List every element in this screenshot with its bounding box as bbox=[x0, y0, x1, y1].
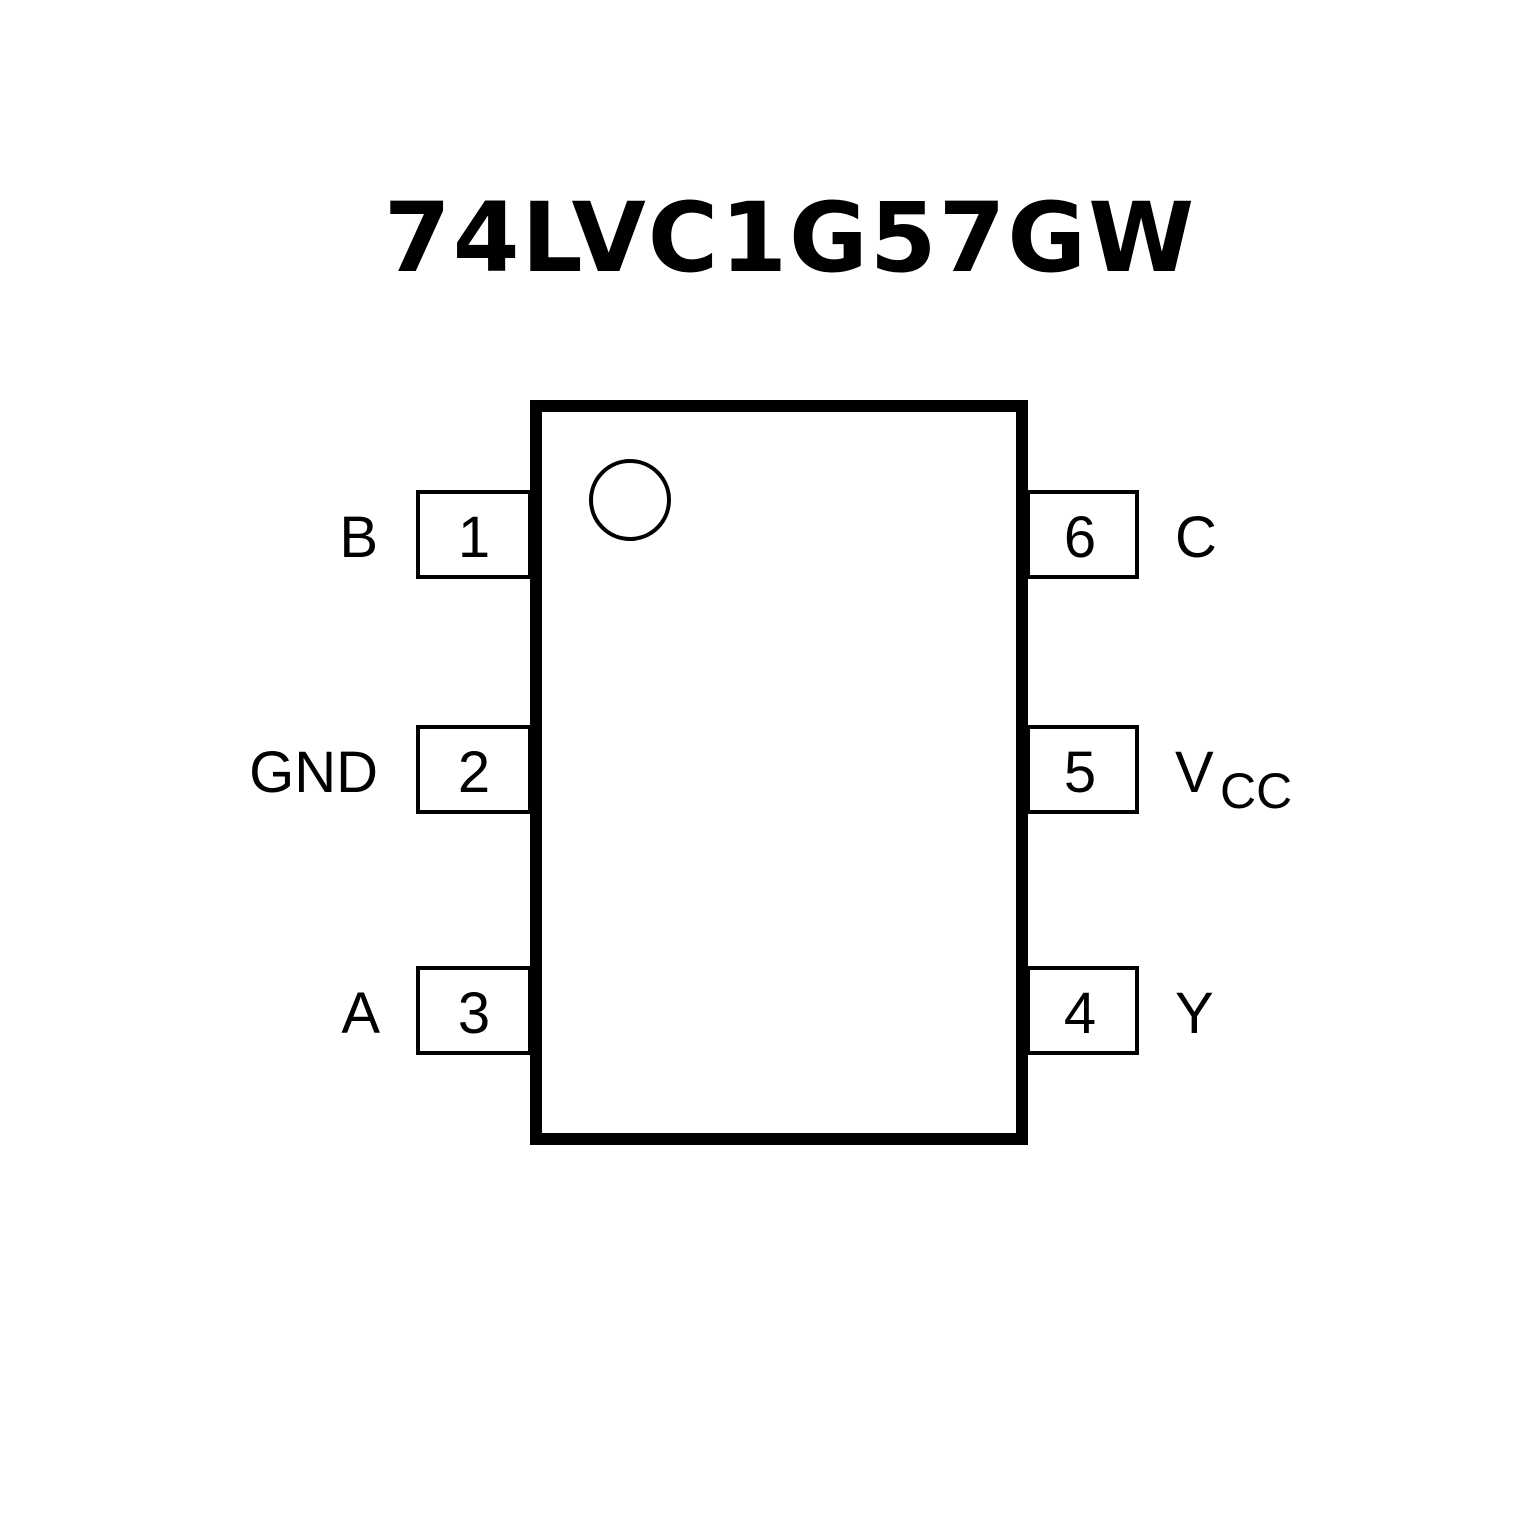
pin-1-pad bbox=[416, 490, 532, 579]
pin-1-number: 1 bbox=[458, 505, 490, 570]
pin-1-label: B bbox=[339, 505, 378, 570]
pin-4-number: 4 bbox=[1064, 981, 1096, 1046]
pin-3: 3 A bbox=[341, 966, 532, 1055]
pin-2-number: 2 bbox=[458, 740, 490, 805]
pin-5-pad bbox=[1026, 725, 1139, 814]
chip-body bbox=[530, 400, 1028, 1145]
pin-5: 5 V CC bbox=[1026, 725, 1292, 819]
pin-5-number: 5 bbox=[1064, 740, 1096, 805]
chip-part-number-title: 74LVC1G57GW bbox=[383, 182, 1197, 294]
pin-6-pad bbox=[1026, 490, 1139, 579]
pin-6-number: 6 bbox=[1064, 505, 1096, 570]
pin-4-pad bbox=[1026, 966, 1139, 1055]
pin-1: 1 B bbox=[339, 490, 532, 579]
pin-5-label-subscript: CC bbox=[1220, 763, 1292, 819]
pin-2: 2 GND bbox=[249, 725, 532, 814]
pin-2-label: GND bbox=[249, 740, 378, 805]
pin-1-indicator-dot bbox=[589, 459, 671, 541]
pin-3-pad bbox=[416, 966, 532, 1055]
pin-4-label: Y bbox=[1175, 981, 1214, 1046]
pin-5-label: V bbox=[1175, 740, 1214, 805]
pin-3-label: A bbox=[341, 981, 380, 1046]
pin-6: 6 C bbox=[1026, 490, 1217, 579]
pin-4: 4 Y bbox=[1026, 966, 1214, 1055]
pin-2-pad bbox=[416, 725, 532, 814]
pin-3-number: 3 bbox=[458, 981, 490, 1046]
pin-6-label: C bbox=[1175, 505, 1217, 570]
